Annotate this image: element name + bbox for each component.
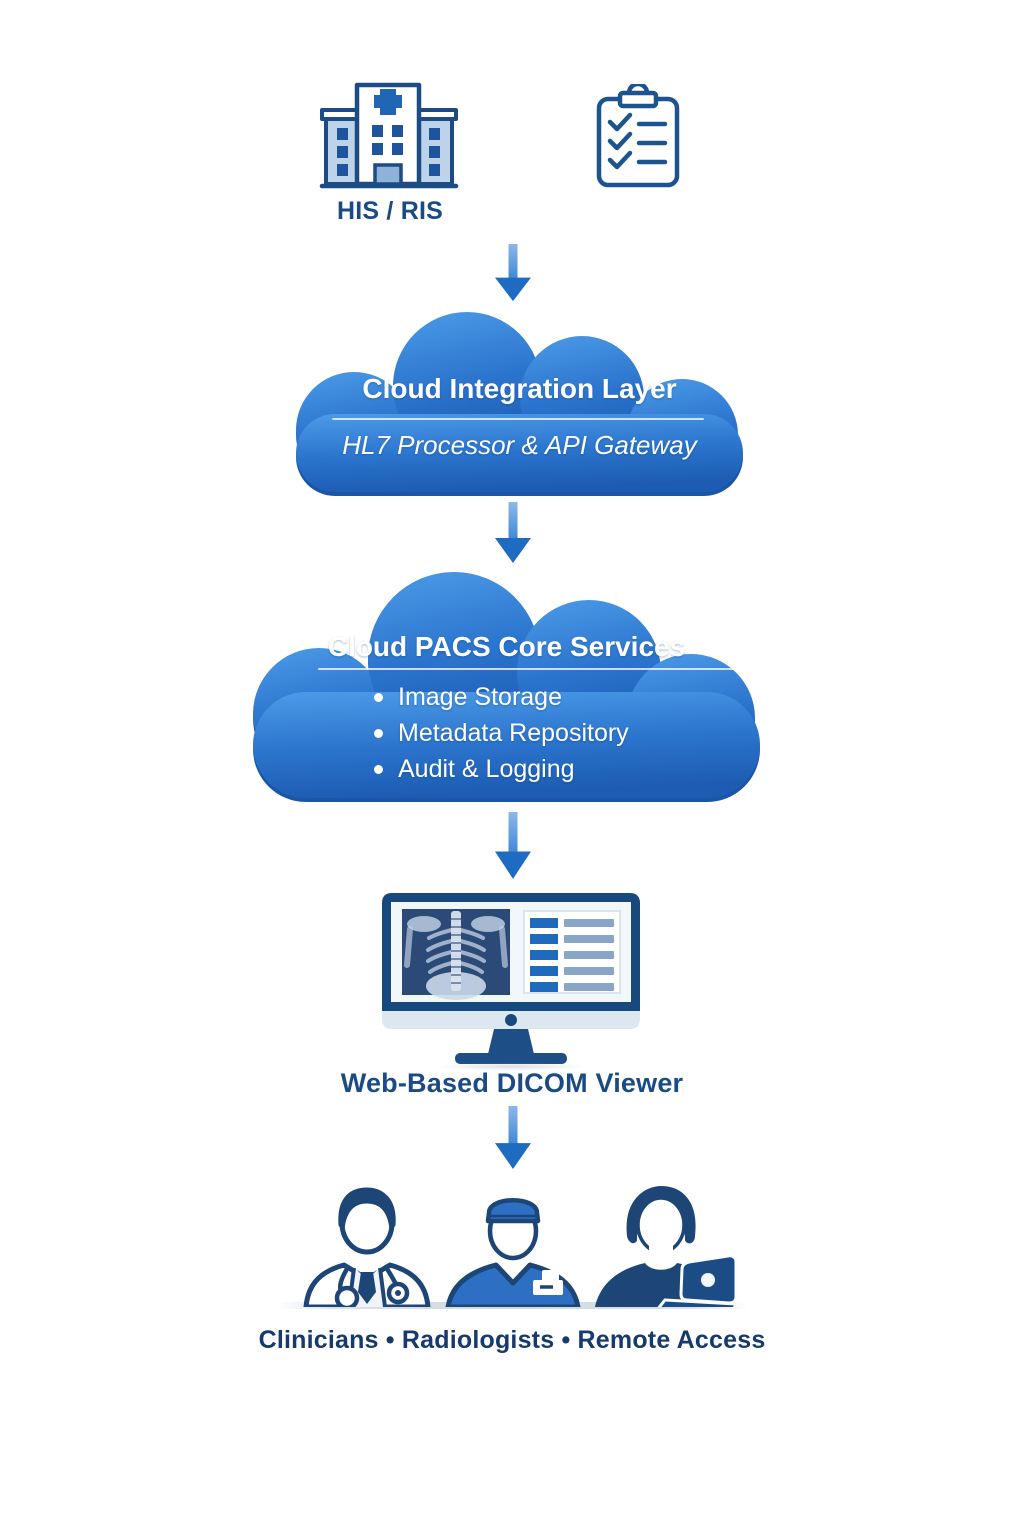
viewer-label: Web-Based DICOM Viewer	[340, 1068, 684, 1098]
dicom-monitor-icon	[382, 893, 640, 1064]
hospital-building-icon	[319, 82, 459, 189]
bullet-dot	[374, 729, 383, 738]
service-item: Image Storage	[374, 683, 562, 712]
service-item: Metadata Repository	[374, 719, 629, 748]
service-item: Audit & Logging	[374, 755, 575, 784]
integration-cloud: Cloud Integration Layer HL7 Processor & …	[292, 306, 747, 498]
cloud-shape-icon	[296, 312, 743, 496]
bullet-dot	[374, 765, 383, 774]
checklist-clipboard-icon	[596, 84, 680, 188]
down-arrow-icon	[495, 1106, 531, 1169]
users-label: Clinicians • Radiologists • Remote Acces…	[258, 1326, 766, 1354]
cloud-divider	[332, 418, 704, 420]
service-label: Image Storage	[398, 683, 562, 711]
service-label: Metadata Repository	[398, 719, 629, 747]
his-ris-label: HIS / RIS	[337, 197, 443, 225]
worklist-panel	[523, 910, 621, 994]
bullet-dot	[374, 693, 383, 702]
xray-image	[402, 909, 510, 1000]
core-services-cloud: Cloud PACS Core Services Image Storage M…	[249, 566, 764, 808]
integration-cloud-subtitle: HL7 Processor & API Gateway	[342, 430, 697, 460]
integration-cloud-title: Cloud Integration Layer	[362, 373, 677, 404]
laptop-base	[657, 1298, 739, 1307]
down-arrow-icon	[495, 502, 531, 563]
down-arrow-icon	[495, 244, 531, 302]
service-label: Audit & Logging	[398, 755, 575, 783]
doctor-clinician-icon	[303, 1187, 431, 1307]
camera-dot	[505, 1014, 517, 1026]
radiologist-scrubs-icon	[445, 1198, 581, 1307]
laptop-logo	[701, 1273, 715, 1287]
core-cloud-title: Cloud PACS Core Services	[327, 631, 686, 662]
monitor-shadow	[436, 1062, 586, 1071]
remote-user-laptop-icon	[595, 1186, 739, 1307]
cloud-divider	[318, 668, 738, 670]
down-arrow-icon	[495, 812, 531, 879]
